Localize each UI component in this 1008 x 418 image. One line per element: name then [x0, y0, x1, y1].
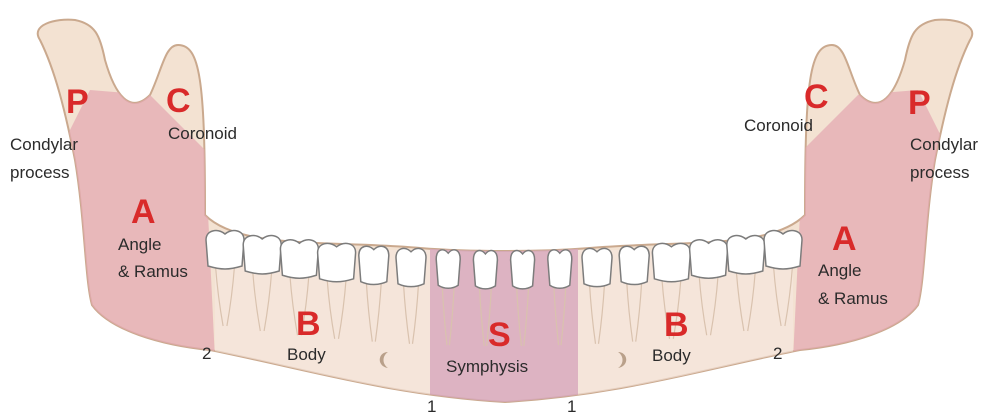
angle-left-label-line2: & Ramus — [118, 262, 188, 281]
zone-marker-left-1: 1 — [427, 397, 436, 416]
tooth-icon — [206, 231, 244, 269]
coronoid-left-label: Coronoid — [168, 124, 237, 143]
tooth-icon — [318, 243, 356, 281]
coronoid-right-letter: C — [804, 78, 829, 116]
tooth-icon — [727, 236, 765, 274]
body-right-letter: B — [664, 306, 689, 344]
angle-right-label-line2: & Ramus — [818, 289, 888, 308]
tooth-icon — [359, 246, 389, 284]
angle-right-letter: A — [832, 220, 857, 258]
tooth-icon — [243, 236, 281, 274]
tooth-icon — [436, 250, 460, 288]
coronoid-left-letter: C — [166, 82, 191, 120]
angle-right-label-line1: Angle — [818, 261, 861, 280]
symphysis-label: Symphysis — [446, 357, 528, 376]
angle-left-label-line1: Angle — [118, 235, 161, 254]
body-left-label: Body — [287, 345, 326, 364]
tooth-icon — [582, 248, 612, 286]
condylar-left-label-line1: Condylar — [10, 135, 78, 154]
tooth-icon — [396, 248, 426, 286]
zone-marker-right-1: 1 — [567, 397, 576, 416]
zone-marker-left-2: 2 — [202, 344, 211, 363]
condylar-left-letter: P — [66, 83, 89, 121]
condylar-right-label-line1: Condylar — [910, 135, 978, 154]
symphysis-letter: S — [488, 316, 511, 354]
body-right-label: Body — [652, 346, 691, 365]
angle-left-letter: A — [131, 193, 156, 231]
zone-marker-right-2: 2 — [773, 344, 782, 363]
tooth-icon — [619, 246, 649, 284]
tooth-icon — [652, 243, 690, 281]
condylar-right-letter: P — [908, 84, 931, 122]
coronoid-right-label: Coronoid — [744, 116, 813, 135]
tooth-icon — [690, 240, 728, 278]
tooth-icon — [548, 250, 572, 288]
tooth-icon — [764, 231, 802, 269]
body-left-letter: B — [296, 305, 321, 343]
condylar-right-label-line2: process — [910, 163, 970, 182]
tooth-icon — [473, 251, 497, 289]
tooth-icon — [280, 240, 318, 278]
tooth-icon — [511, 251, 535, 289]
condylar-left-label-line2: process — [10, 163, 70, 182]
